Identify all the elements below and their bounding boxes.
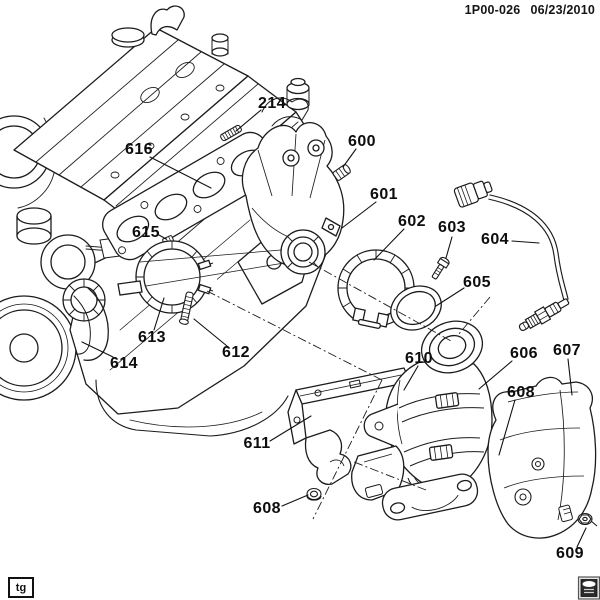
grommet-608-left: [306, 487, 322, 501]
turbo-downpipe: [83, 287, 109, 361]
oxygen-sensor-604: [453, 180, 570, 332]
callout-602[interactable]: 602: [398, 213, 426, 230]
callout-610[interactable]: 610: [405, 350, 433, 367]
drawing-date: 06/23/2010: [530, 3, 595, 17]
callout-600[interactable]: 600: [348, 133, 376, 150]
bolt-600: [332, 164, 351, 181]
stud-612: [178, 291, 194, 325]
bracket-611: [287, 367, 411, 485]
drawing-header: 1P00-026 06/23/2010: [465, 3, 595, 17]
callout-606[interactable]: 606: [510, 345, 538, 362]
spec-note-icon[interactable]: [577, 576, 600, 600]
centerlines: [139, 249, 491, 520]
callout-603[interactable]: 603: [438, 219, 466, 236]
exhaust-manifold: [241, 122, 345, 275]
stud-214: [220, 124, 242, 142]
callout-608-right[interactable]: 608: [507, 384, 535, 401]
callout-607[interactable]: 607: [553, 342, 581, 359]
callout-611[interactable]: 611: [243, 435, 271, 452]
bolt-603: [431, 256, 450, 280]
callout-615[interactable]: 615: [132, 224, 160, 241]
callout-601[interactable]: 601: [370, 186, 398, 203]
callout-613[interactable]: 613: [138, 329, 166, 346]
drawing-number: 1P00-026: [464, 3, 521, 17]
callout-608-left[interactable]: 608: [253, 500, 281, 517]
turbocharger: [16, 207, 137, 361]
catalytic-converter-606: [351, 320, 516, 521]
callout-604[interactable]: 604: [481, 231, 509, 248]
callout-214[interactable]: 214: [258, 95, 286, 112]
leader-lines: [81, 109, 587, 548]
callout-614[interactable]: 614: [110, 355, 138, 372]
callout-609[interactable]: 609: [556, 545, 584, 562]
callout-605[interactable]: 605: [463, 274, 491, 291]
screw-609: [577, 512, 598, 527]
manifold-tab-601: [321, 217, 341, 237]
footnote-tag: tg: [8, 577, 34, 598]
callout-612[interactable]: 612: [222, 344, 250, 361]
heat-shield-607: [487, 376, 597, 539]
footnote-tag-label: tg: [15, 581, 27, 594]
seal-ring-605: [390, 285, 442, 331]
callout-616[interactable]: 616: [125, 141, 153, 158]
